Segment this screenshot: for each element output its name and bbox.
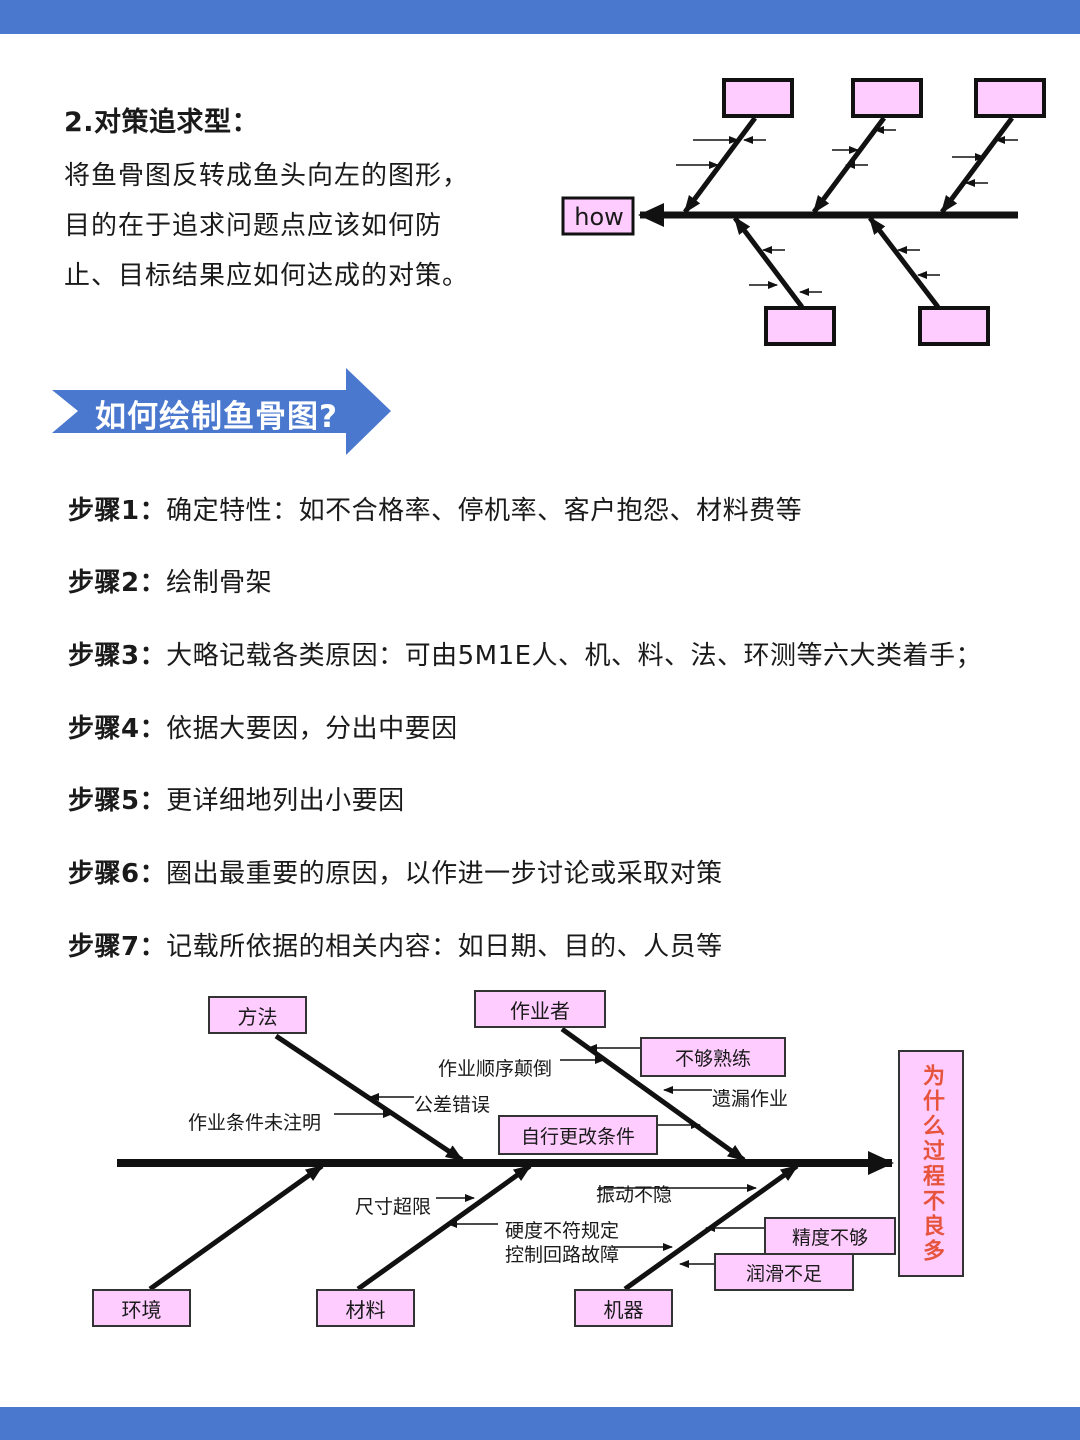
cause-control-fault: 控制回路故障 bbox=[505, 1244, 620, 1266]
intro-line-1: 将鱼骨图反转成鱼头向左的图形， bbox=[64, 161, 470, 191]
step-4-label: 步骤4： bbox=[68, 714, 167, 744]
fishbone-head: 为什么过程不良多 bbox=[898, 1050, 964, 1277]
step-3-label: 步骤3： bbox=[68, 641, 167, 671]
cause-tolerance-error: 公差错误 bbox=[414, 1094, 491, 1116]
step-1-label: 步骤1： bbox=[68, 496, 167, 526]
cause-not-skilled: 不够熟练 bbox=[640, 1037, 786, 1077]
step-6-text: 圈出最重要的原因，以作进一步讨论或采取对策 bbox=[166, 859, 723, 889]
intro-title: 2.对策追求型： bbox=[64, 107, 260, 138]
step-5-label: 步骤5： bbox=[68, 786, 167, 816]
banner-arrow bbox=[52, 368, 391, 455]
cause-missed-operation: 遗漏作业 bbox=[712, 1088, 789, 1110]
how-label: how bbox=[574, 203, 624, 231]
section-banner-title: 如何绘制鱼骨图? bbox=[95, 399, 338, 435]
step-7: 步骤7：记载所依据的相关内容：如日期、目的、人员等 bbox=[68, 926, 723, 963]
bone-environment bbox=[148, 1163, 324, 1292]
step-6-label: 步骤6： bbox=[68, 859, 167, 889]
intro-line-3: 止、目标结果应如何达成的对策。 bbox=[64, 261, 470, 291]
step-7-text: 记载所依据的相关内容：如日期、目的、人员等 bbox=[166, 932, 723, 962]
step-6: 步骤6：圈出最重要的原因，以作进一步讨论或采取对策 bbox=[68, 853, 723, 890]
step-5: 步骤5：更详细地列出小要因 bbox=[68, 780, 405, 817]
small-bone-3 bbox=[939, 116, 1015, 214]
step-3: 步骤3：大略记载各类原因：可由5M1E人、机、料、法、环测等六大类着手； bbox=[68, 635, 982, 672]
cause-vibration: 振动不隐 bbox=[596, 1184, 673, 1206]
step-4: 步骤4：依据大要因，分出中要因 bbox=[68, 708, 458, 745]
category-material: 材料 bbox=[316, 1289, 415, 1327]
step-2-text: 绘制骨架 bbox=[166, 568, 273, 598]
step-3-text: 大略记载各类原因：可由5M1E人、机、料、法、环测等六大类着手； bbox=[166, 641, 983, 671]
small-bottom-box-2 bbox=[918, 306, 990, 346]
bottom-bar bbox=[0, 1407, 1080, 1440]
large-fishbone bbox=[117, 1026, 894, 1292]
category-machine: 机器 bbox=[574, 1289, 673, 1327]
step-2-label: 步骤2： bbox=[68, 568, 167, 598]
small-bottom-box-1 bbox=[764, 306, 836, 346]
cause-size-exceeded: 尺寸超限 bbox=[355, 1196, 432, 1218]
small-bone-4 bbox=[733, 216, 804, 309]
cause-condition-not-noted: 作业条件未注明 bbox=[188, 1112, 322, 1134]
small-top-box-3 bbox=[974, 78, 1046, 118]
category-method: 方法 bbox=[208, 996, 307, 1034]
step-1-text: 确定特性：如不合格率、停机率、客户抱怨、材料费等 bbox=[166, 496, 803, 526]
step-4-text: 依据大要因，分出中要因 bbox=[166, 714, 458, 744]
cause-hardness: 硬度不符规定 bbox=[505, 1220, 620, 1242]
small-head-box bbox=[561, 196, 635, 236]
small-fishbone bbox=[561, 78, 1046, 346]
category-operator: 作业者 bbox=[474, 990, 606, 1028]
small-bone-5 bbox=[868, 216, 940, 309]
small-top-box-1 bbox=[722, 78, 794, 118]
intro-line-2: 目的在于追求问题点应该如何防 bbox=[64, 211, 443, 241]
cause-changed-conditions: 自行更改条件 bbox=[498, 1115, 658, 1155]
cause-order-reversed: 作业顺序颠倒 bbox=[438, 1058, 553, 1080]
small-bone-1 bbox=[682, 116, 758, 214]
category-environment: 环境 bbox=[92, 1289, 191, 1327]
bone-material bbox=[356, 1163, 532, 1292]
small-top-box-2 bbox=[851, 78, 923, 118]
top-bar bbox=[0, 0, 1080, 34]
step-7-label: 步骤7： bbox=[68, 932, 167, 962]
cause-lubrication: 润滑不足 bbox=[714, 1253, 854, 1291]
step-1: 步骤1：确定特性：如不合格率、停机率、客户抱怨、材料费等 bbox=[68, 490, 802, 527]
step-2: 步骤2：绘制骨架 bbox=[68, 562, 272, 599]
cause-precision: 精度不够 bbox=[764, 1217, 896, 1255]
step-5-text: 更详细地列出小要因 bbox=[166, 786, 405, 816]
